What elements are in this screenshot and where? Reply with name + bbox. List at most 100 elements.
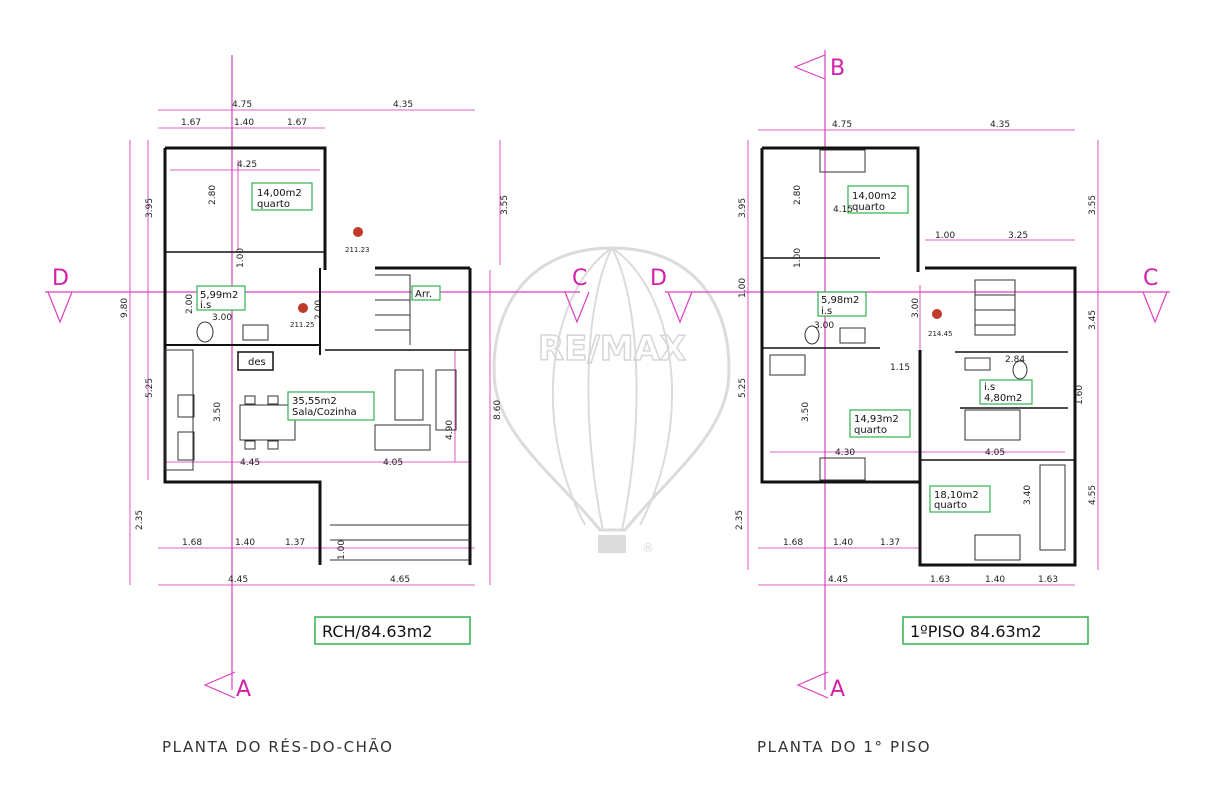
dim-right-2: 3.45 (1088, 310, 1098, 330)
dim-left-4: 2.35 (735, 510, 745, 530)
dim-top-2: 4.35 (393, 100, 413, 110)
room-quarto-area: 14,00m2 (257, 188, 302, 199)
room-labels (817, 185, 1033, 513)
section-label-b: B (830, 56, 845, 81)
room-is2-area: i.s (984, 382, 995, 393)
dim-inner-2: 3.00 (212, 313, 232, 323)
dim-top-3: 4.15 (833, 205, 853, 215)
dim-top-4: 1.40 (234, 118, 254, 128)
dim-inner-2: 1.00 (793, 248, 803, 268)
room-sala-area: 35,55m2 (292, 396, 337, 407)
elevation-markers (298, 227, 363, 313)
elevation-markers (932, 309, 942, 319)
dim-right-3: 1.60 (1075, 385, 1085, 405)
dim-right-1: 3.55 (500, 195, 510, 215)
dim-top-1: 4.75 (232, 100, 252, 110)
room-labels (196, 182, 441, 421)
dim-inner-6: 3.50 (213, 402, 223, 422)
dimension-lines (747, 129, 1099, 586)
dim-inner-3: 2.00 (185, 294, 195, 314)
room-sala-name: Sala/Cozinha (292, 407, 357, 418)
label-des: des (248, 357, 266, 368)
room-is1-name: i.s (821, 306, 832, 317)
dim-left-4: 2.35 (135, 510, 145, 530)
dim-left-1: 3.95 (145, 198, 155, 218)
room-quarto2-name: quarto (854, 425, 887, 436)
plan-caption: PLANTA DO RÉS-DO-CHÃO (162, 737, 394, 756)
dim-bottom-5: 4.65 (390, 575, 410, 585)
dim-inner-4: 1.00 (236, 248, 246, 268)
dim-right-4: 4.55 (1088, 485, 1098, 505)
total-area-box (314, 616, 471, 645)
room-is-name: i.s (200, 300, 211, 311)
elevation-1: 214.45 (928, 330, 953, 338)
dim-inner-8: 4.30 (835, 448, 855, 458)
dim-left-2: 9.80 (120, 298, 130, 318)
section-axes (665, 50, 1170, 699)
dim-bottom-2: 1.40 (235, 538, 255, 548)
room-is1-area: 5,98m2 (821, 295, 859, 306)
room-is2-name: 4,80m2 (984, 393, 1022, 404)
dim-top-3: 1.67 (181, 118, 201, 128)
section-label-d: D (650, 266, 667, 291)
dim-inner-1: 2.80 (208, 185, 218, 205)
dim-inner-9: 4.05 (985, 448, 1005, 458)
total-area: 1ºPISO 84.63m2 (910, 622, 1042, 641)
dim-inner-4: 3.00 (911, 298, 921, 318)
room-quarto3-name: quarto (934, 500, 967, 511)
room-is-area: 5,99m2 (200, 290, 238, 301)
dim-bottom-5: 1.63 (930, 575, 950, 585)
room-quarto3-area: 18,10m2 (934, 490, 979, 501)
section-label-a: A (830, 677, 845, 702)
dim-bottom-1: 1.68 (182, 538, 202, 548)
dim-right-1: 3.55 (1088, 195, 1098, 215)
dim-inner-5: 2.00 (314, 300, 324, 320)
room-quarto-name: quarto (257, 199, 290, 210)
remax-watermark: RE/MAX ® (492, 246, 731, 555)
section-label-d: D (52, 266, 69, 291)
dim-bottom-6: 1.40 (985, 575, 1005, 585)
room-quarto1-area: 14,00m2 (852, 191, 897, 202)
section-label-a: A (236, 677, 251, 702)
dim-top-1: 4.75 (832, 120, 852, 130)
dim-right-2: 8.60 (493, 400, 503, 420)
room-arr-area: Arr. (415, 289, 432, 300)
total-area-box (902, 616, 1089, 645)
dim-inner-7: 4.45 (240, 458, 260, 468)
dim-left-3: 5.25 (738, 378, 748, 398)
dim-left-1: 3.95 (738, 198, 748, 218)
dim-bottom-1: 1.68 (783, 538, 803, 548)
section-axes (45, 55, 590, 699)
dim-bottom-7: 1.63 (1038, 575, 1058, 585)
dim-inner-6: 1.15 (890, 363, 910, 373)
first-floor-plan: D C B A (650, 50, 1170, 756)
dim-inner-3: 3.00 (814, 321, 834, 331)
plan-caption: PLANTA DO 1° PISO (757, 738, 931, 756)
dim-bottom-3: 1.37 (285, 538, 305, 548)
dim-bottom-2: 1.40 (833, 538, 853, 548)
walls (760, 146, 1077, 567)
dim-inner-8: 4.05 (383, 458, 403, 468)
room-quarto2-area: 14,93m2 (854, 414, 899, 425)
dim-bottom-4: 4.45 (228, 575, 248, 585)
elevation-2: 211.25 (290, 321, 315, 329)
total-area: RCH/84.63m2 (322, 622, 432, 641)
dim-top-4: 1.00 (935, 231, 955, 241)
balloon-shape (492, 246, 731, 532)
dim-top-2: 4.35 (990, 120, 1010, 130)
dim-inner-10: 3.40 (1023, 485, 1033, 505)
dim-inner-1: 2.80 (793, 185, 803, 205)
section-label-c: C (1143, 266, 1158, 291)
dim-top-6: 4.25 (237, 160, 257, 170)
dim-top-5: 1.67 (287, 118, 307, 128)
dim-inner-5: 3.50 (801, 402, 811, 422)
ground-floor-plan: D C A (45, 55, 590, 756)
fixtures (769, 149, 1066, 561)
walls (163, 146, 472, 565)
room-quarto1-name: quarto (852, 202, 885, 213)
dimension-lines (129, 109, 501, 586)
dim-left-3: 5.25 (145, 378, 155, 398)
dim-inner-7: 2.84 (1005, 355, 1025, 365)
elevation-1: 211.23 (345, 246, 370, 254)
